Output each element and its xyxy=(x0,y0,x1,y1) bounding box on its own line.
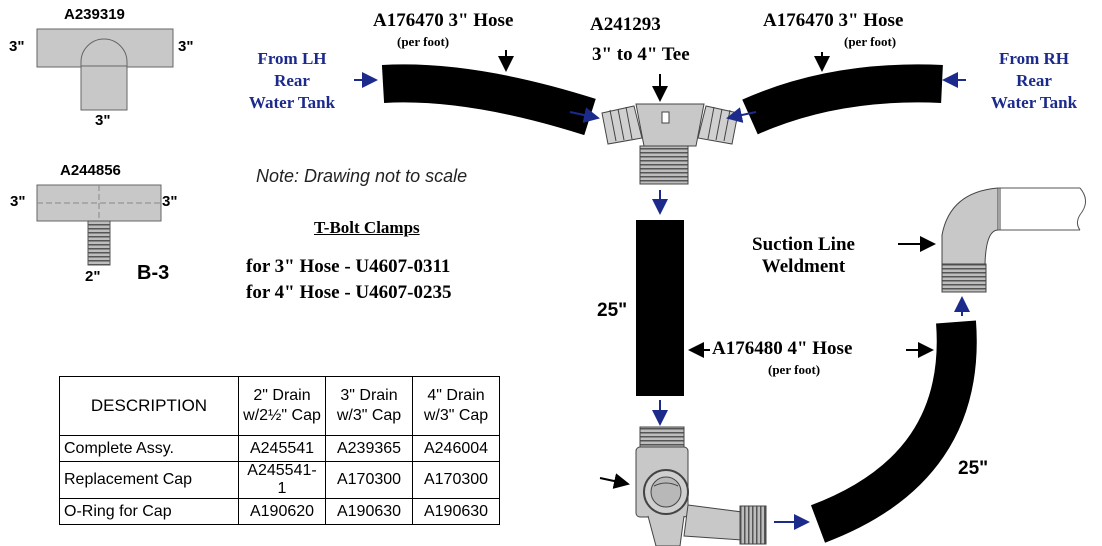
tee1-left-size: 3" xyxy=(9,38,25,55)
tee1-right-size: 3" xyxy=(178,38,194,55)
clamps-line-3in: for 3" Hose - U4607-0311 xyxy=(246,256,451,277)
tee-a239319-fitting xyxy=(36,28,174,111)
tee2-code: B-3 xyxy=(137,262,170,284)
hose-rh-label: A176470 3" Hose xyxy=(763,10,904,31)
cell-part: A245541-1 xyxy=(238,461,326,499)
hose-lh-3in xyxy=(381,64,596,136)
hose-4in-curved xyxy=(810,320,977,543)
tee1-bottom-size: 3" xyxy=(95,112,111,129)
hose-lh-label: A176470 3" Hose xyxy=(373,10,514,31)
tee2-left-size: 3" xyxy=(10,193,26,210)
tee2-bottom-size: 2" xyxy=(85,268,101,285)
cell-part: A246004 xyxy=(412,435,500,462)
hose-curved-length: 25" xyxy=(958,458,989,479)
tee1-part-label: A239319 xyxy=(64,6,125,23)
suction-weldment-fitting xyxy=(941,187,1086,293)
hose-rh-3in xyxy=(742,64,943,135)
hose-4in-unit: (per foot) xyxy=(768,362,821,377)
row-description: Complete Assy. xyxy=(59,435,239,462)
clamps-line-4in: for 4" Hose - U4607-0235 xyxy=(246,282,452,303)
clamps-title: T-Bolt Clamps xyxy=(314,218,420,237)
tee-main-desc: 3" to 4" Tee xyxy=(592,44,690,65)
hose-vertical-length: 25" xyxy=(597,300,628,321)
flow-arrows xyxy=(354,72,970,530)
cell-part: A170300 xyxy=(412,461,500,499)
cell-part: A190620 xyxy=(238,498,326,525)
table-row: Replacement Cap A245541-1 A170300 A17030… xyxy=(59,461,500,499)
tee2-part-label: A244856 xyxy=(60,162,121,179)
scale-note: Note: Drawing not to scale xyxy=(256,166,468,186)
drain-valve-fitting xyxy=(635,426,767,546)
table-row: O-Ring for Cap A190620 A190630 A190630 xyxy=(59,498,500,525)
tee-a241293-fitting xyxy=(601,103,739,185)
header-description: DESCRIPTION xyxy=(59,376,239,436)
hose-lh-unit: (per foot) xyxy=(397,34,450,49)
row-description: O-Ring for Cap xyxy=(59,498,239,525)
hose-4in-label: A176480 4" Hose xyxy=(712,338,853,359)
row-description: Replacement Cap xyxy=(59,461,239,499)
callout-arrows xyxy=(498,50,936,489)
cell-part: A170300 xyxy=(325,461,413,499)
cell-part: A239365 xyxy=(325,435,413,462)
hose-rh-unit: (per foot) xyxy=(844,34,897,49)
tee2-right-size: 3" xyxy=(162,193,178,210)
tee-a244856-fitting xyxy=(36,184,162,266)
table-row: Complete Assy. A245541 A239365 A246004 xyxy=(59,435,500,462)
cell-part: A245541 xyxy=(238,435,326,462)
cell-part: A190630 xyxy=(325,498,413,525)
hose-4in-vertical xyxy=(636,220,684,396)
tee-main-part-label: A241293 xyxy=(590,14,661,35)
cell-part: A190630 xyxy=(412,498,500,525)
